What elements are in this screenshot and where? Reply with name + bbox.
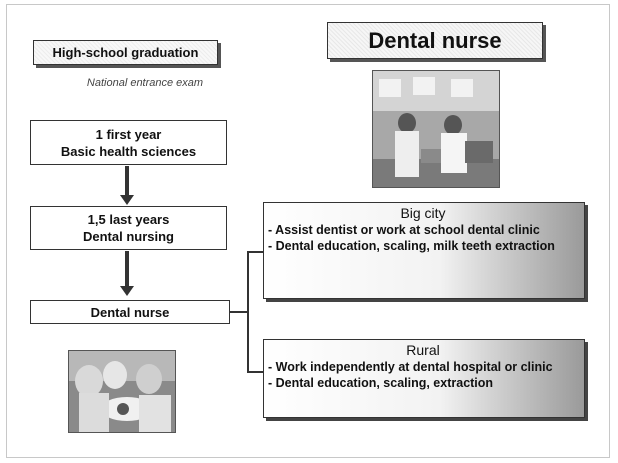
rural-panel: Rural - Work independently at dental hos… (263, 339, 585, 418)
flow-step-first-year-line1: 1 first year (95, 126, 162, 142)
connector-to-big-city (247, 251, 263, 253)
flow-step-first-year: 1 first year Basic health sciences (30, 120, 227, 165)
flow-step-dental-nurse: Dental nurse (30, 300, 230, 324)
exam-label: National entrance exam (86, 77, 204, 89)
flow-step-high-school: High-school graduation (33, 40, 218, 65)
dental-team-photo (68, 350, 176, 433)
flow-step-dental-nurse-label: Dental nurse (90, 304, 170, 320)
big-city-item: - Dental education, scaling, milk teeth … (268, 239, 555, 253)
clinic-photo (372, 70, 500, 188)
title-text: Dental nurse (368, 27, 502, 53)
big-city-heading: Big city (400, 205, 446, 221)
flow-step-high-school-label: High-school graduation (52, 45, 199, 60)
rural-item: - Work independently at dental hospital … (268, 360, 553, 374)
flow-step-last-years-line1: 1,5 last years (87, 212, 170, 227)
title-box: Dental nurse (327, 22, 543, 59)
flow-step-first-year-line2: Basic health sciences (60, 143, 197, 159)
rural-item: - Dental education, scaling, extraction (268, 376, 494, 390)
big-city-item: - Assist dentist or work at school denta… (268, 223, 540, 237)
connector-horizontal (230, 311, 248, 313)
connector-to-rural (247, 371, 263, 373)
connector-vertical (247, 251, 249, 372)
big-city-panel: Big city - Assist dentist or work at sch… (263, 202, 585, 299)
flow-step-last-years: 1,5 last years Dental nursing (30, 206, 227, 250)
flow-step-last-years-line2: Dental nursing (82, 229, 174, 244)
arrow-1 (120, 166, 134, 205)
rural-heading: Rural (406, 342, 440, 358)
arrow-2 (120, 251, 134, 296)
